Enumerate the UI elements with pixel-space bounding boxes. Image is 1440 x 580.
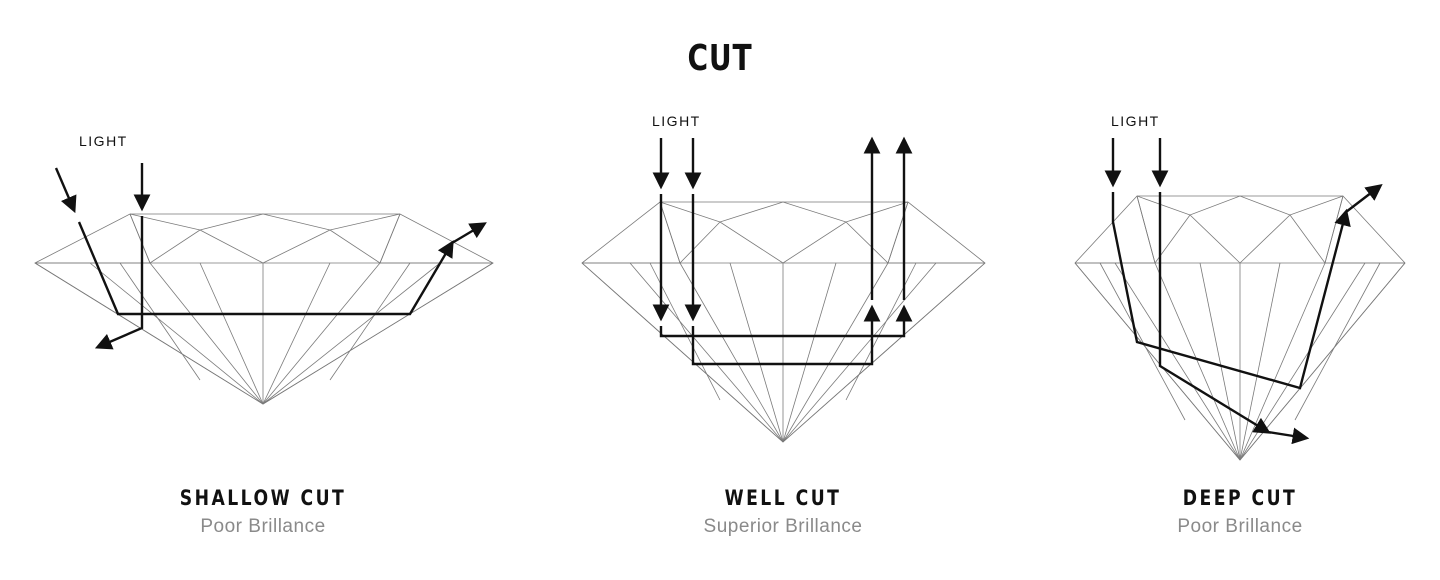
well-cut-diagram: LIGHT — [581, 113, 986, 443]
page-title: CUT — [687, 38, 753, 79]
light-label: LIGHT — [79, 133, 128, 149]
diagram-name: SHALLOW CUT — [179, 486, 347, 510]
light-label: LIGHT — [652, 113, 701, 129]
diagram-quality: Poor Brillance — [200, 516, 326, 537]
diagram-quality: Poor Brillance — [1177, 516, 1303, 537]
deep-cut-caption: DEEP CUT Poor Brillance — [1090, 486, 1390, 538]
well-diamond-outline — [581, 201, 986, 443]
deep-diamond-outline — [1074, 195, 1406, 461]
shallow-diamond-outline — [34, 213, 494, 405]
diagram-name: DEEP CUT — [1182, 486, 1298, 510]
shallow-cut-diagram: LIGHT — [34, 133, 494, 405]
deep-cut-diagram: LIGHT — [1074, 113, 1406, 461]
well-cut-caption: WELL CUT Superior Brillance — [633, 486, 933, 538]
diagram-quality: Superior Brillance — [703, 516, 863, 537]
light-label: LIGHT — [1111, 113, 1160, 129]
deep-light-rays — [1104, 138, 1383, 445]
shallow-light-rays — [54, 163, 487, 350]
diagram-name: WELL CUT — [724, 486, 842, 510]
well-light-rays — [652, 136, 913, 366]
shallow-cut-caption: SHALLOW CUT Poor Brillance — [113, 486, 413, 538]
